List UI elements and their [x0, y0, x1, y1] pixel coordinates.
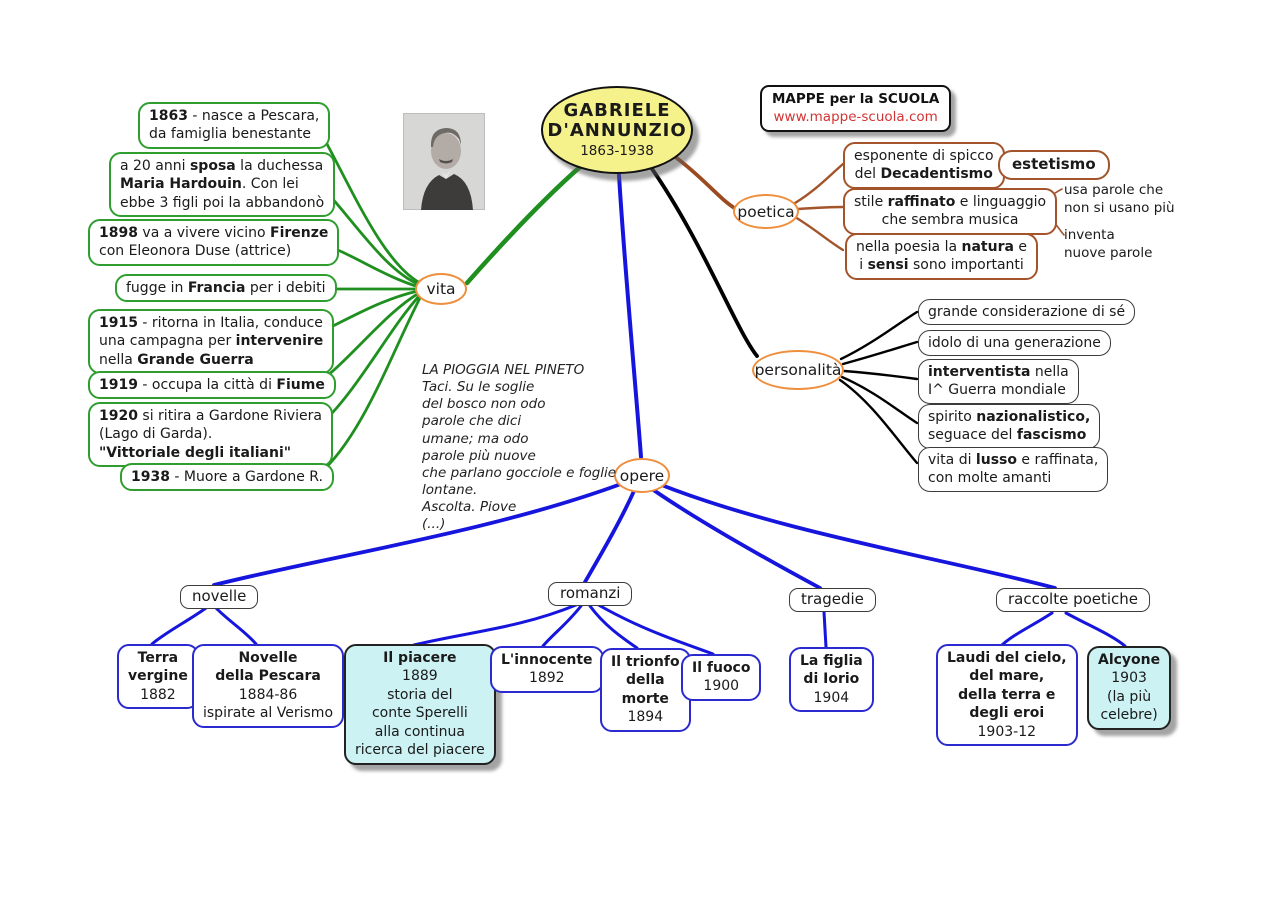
- poetica-note-parole-antiche: usa parole che non si usano più: [1064, 182, 1175, 216]
- category-romanzi: romanzi: [548, 582, 633, 606]
- category-tragedie: tragedie: [789, 588, 876, 612]
- work-il-trionfo-della-morte: Il trionfo della morte 1894: [600, 648, 691, 732]
- node-opere: opere: [614, 458, 670, 493]
- title-line1: GABRIELE: [563, 99, 671, 121]
- work-la-figlia-di-iorio: La figlia di Iorio 1904: [789, 647, 874, 713]
- node-vita: vita: [415, 273, 467, 305]
- work-laudi: Laudi del cielo, del mare, della terra e…: [936, 644, 1078, 747]
- title-years: 1863-1938: [580, 143, 654, 160]
- title-line2: D'ANNUNZIO: [547, 120, 687, 141]
- poetica-item-stile: stile raffinato e linguaggio che sembra …: [843, 188, 1058, 235]
- portrait-photo: [402, 112, 486, 211]
- poetica-item-natura: nella poesia la natura e i sensi sono im…: [845, 233, 1039, 280]
- vita-item-1863: 1863 - nasce a Pescara, da famiglia bene…: [138, 102, 331, 149]
- node-vita-label: vita: [426, 280, 456, 298]
- work-l-innocente: L'innocente 1892: [490, 646, 604, 693]
- work-alcyone: Alcyone 1903 (la più celebre): [1087, 646, 1172, 730]
- node-personalita-label: personalità: [754, 361, 842, 379]
- poetica-item-decadentismo: esponente di spicco del Decadentismo: [843, 142, 1005, 189]
- work-il-piacere: Il piacere 1889 storia del conte Sperell…: [344, 644, 496, 765]
- vita-item-1919: 1919 - occupa la città di Fiume: [88, 371, 336, 400]
- portrait-photo-icon: [402, 112, 486, 211]
- poem-quote: LA PIOGGIA NEL PINETO Taci. Su le soglie…: [422, 362, 617, 533]
- title-node: GABRIELE D'ANNUNZIO 1863-1938: [541, 86, 693, 174]
- logo-title: MAPPE per la SCUOLA: [772, 91, 940, 107]
- poetica-item-estetismo: estetismo: [998, 150, 1110, 180]
- logo-url: www.mappe-scuola.com: [773, 108, 938, 125]
- work-terra-vergine: Terra vergine 1882: [117, 644, 199, 710]
- vita-item-1938: 1938 - Muore a Gardone R.: [120, 463, 334, 492]
- node-opere-label: opere: [619, 466, 665, 485]
- node-poetica-label: poetica: [737, 202, 795, 221]
- personalita-item-nazionalistico: spirito nazionalistico, seguace del fasc…: [918, 404, 1101, 449]
- vita-item-1915: 1915 - ritorna in Italia, conduce una ca…: [88, 309, 335, 375]
- personalita-item-lusso: vita di lusso e raffinata, con molte ama…: [918, 447, 1109, 492]
- vita-item-matrimonio: a 20 anni sposa la duchessa Maria Hardou…: [109, 152, 336, 218]
- category-novelle: novelle: [180, 585, 259, 609]
- work-il-fuoco: Il fuoco 1900: [681, 654, 762, 701]
- work-novelle-della-pescara: Novelle della Pescara 1884-86 ispirate a…: [192, 644, 345, 728]
- site-logo: MAPPE per la SCUOLA www.mappe-scuola.com: [760, 85, 952, 133]
- poetica-note-parole-nuove: inventa nuove parole: [1064, 227, 1153, 261]
- vita-item-1920: 1920 si ritira a Gardone Riviera (Lago d…: [88, 402, 333, 468]
- vita-item-francia: fugge in Francia per i debiti: [115, 274, 337, 303]
- category-raccolte-poetiche: raccolte poetiche: [996, 588, 1151, 612]
- vita-item-1898: 1898 va a vivere vicino Firenze con Eleo…: [88, 219, 340, 266]
- node-poetica: poetica: [733, 194, 799, 229]
- personalita-item-interventista: interventista nella I^ Guerra mondiale: [918, 359, 1079, 404]
- personalita-item-idolo: idolo di una generazione: [918, 330, 1111, 357]
- node-personalita: personalità: [752, 350, 844, 390]
- personalita-item-considerazione: grande considerazione di sé: [918, 299, 1136, 326]
